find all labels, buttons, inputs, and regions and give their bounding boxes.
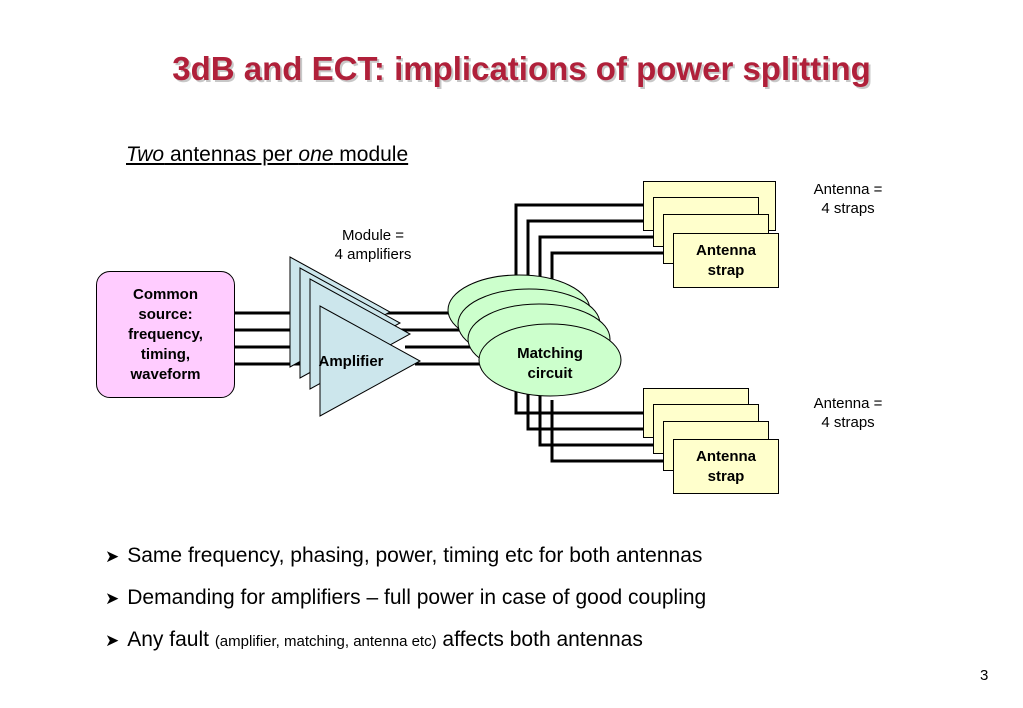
arrow-bullet-icon: ➤ [105,589,120,608]
top-strap-line-1 [514,203,645,290]
arrow-bullet-icon: ➤ [105,547,120,566]
bullet-item-3: ➤ Any fault (amplifier, matching, antenna… [105,624,706,666]
common-source-box: Common source: frequency, timing, wavefo… [96,271,235,398]
bullet-item-1: ➤ Same frequency, phasing, power, timing … [105,540,706,582]
source-line-4: timing, [140,345,191,363]
amplifier-to-matching-lines [385,311,480,366]
amplifier-triangle-4 [319,305,422,417]
bullet-text-3-small: (amplifier, matching, antenna etc) [214,633,437,650]
source-line-5: waveform [130,365,201,383]
subtitle: Two antennas per one module [126,143,408,167]
bottom-strap-label-line-2: strap [707,467,745,485]
matching-circuit-stack [447,274,622,397]
slide-title: 3dB and ECT: implications of power split… [172,50,871,87]
top-strap-line-2 [526,219,655,297]
bullet-text-2: Demanding for amplifiers – full power in… [127,586,707,609]
bullet-text-3-pre: Any fault [127,628,215,651]
amplifier-stack [289,256,422,417]
bottom-strap-line-4 [550,400,674,463]
matching-ellipse-4 [478,323,622,397]
top-strap-label-line-1: Antenna [696,241,756,259]
top-antenna-strap-front: Antenna strap [673,233,779,288]
common-source-text: Common source: frequency, timing, wavefo… [128,285,203,385]
top-strap-label-line-2: strap [707,261,745,279]
bottom-antenna-label: Antenna = 4 straps [795,394,901,432]
subtitle-text-b: module [333,143,409,166]
bottom-antenna-label-line-2: 4 straps [821,414,875,431]
page-number: 3 [980,667,989,684]
subtitle-text-a: antennas per [164,143,299,166]
module-label: Module = 4 amplifiers [318,226,428,264]
bullet-item-2: ➤ Demanding for amplifiers – full power i… [105,582,706,624]
bullet-text-3-post: affects both antennas [436,628,643,651]
top-antenna-label-line-2: 4 straps [821,200,875,217]
bottom-strap-line-3 [538,395,665,447]
subtitle-emphasis-two: Two [126,143,165,166]
source-line-2: source: [138,305,193,323]
bottom-strap-line-1 [514,390,645,415]
arrow-bullet-icon: ➤ [105,631,120,650]
bottom-antenna-strap-front: Antenna strap [673,439,779,494]
bullet-text-1: Same frequency, phasing, power, timing e… [127,544,703,567]
module-label-line-1: Module = [341,227,405,244]
matching-circuit-label: Matching circuit [500,344,600,384]
bullet-list: ➤ Same frequency, phasing, power, timing … [105,540,706,666]
matching-label-line-2: circuit [527,365,573,382]
matching-to-bottom-antenna-lines [514,390,674,463]
top-antenna-label-line-1: Antenna = [813,181,883,198]
bottom-strap-label-line-1: Antenna [696,447,756,465]
bottom-antenna-label-line-1: Antenna = [813,395,883,412]
top-antenna-label: Antenna = 4 straps [795,180,901,218]
bottom-strap-line-2 [526,390,655,431]
source-line-1: Common [133,285,198,303]
subtitle-emphasis-one: one [298,143,334,166]
matching-label-line-1: Matching [517,345,583,362]
source-line-3: frequency, [128,325,203,343]
amplifier-label: Amplifier [318,353,384,370]
module-label-line-2: 4 amplifiers [334,246,412,263]
